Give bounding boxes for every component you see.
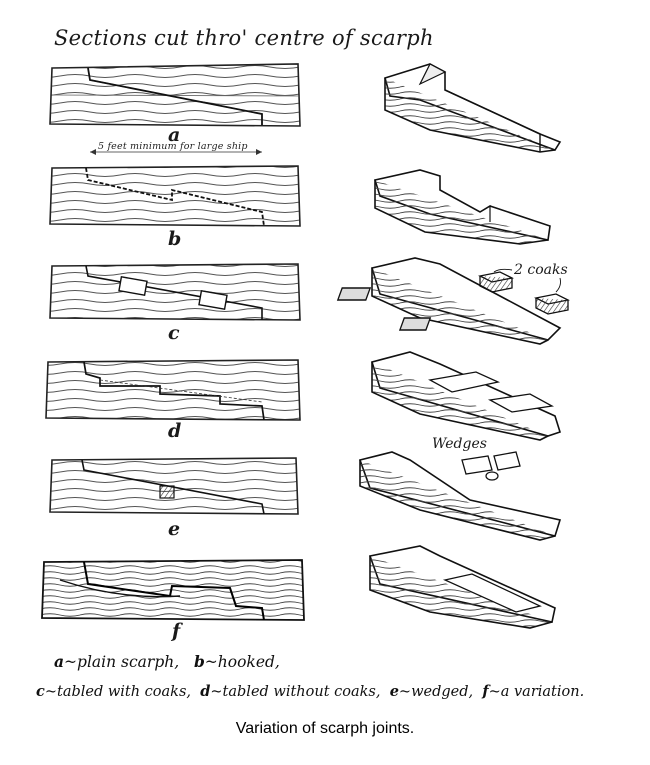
- section-letter-b: b: [168, 228, 182, 250]
- legend-text-e: wedged,: [411, 684, 474, 700]
- legend-letter-b: b: [193, 652, 205, 671]
- section-a-plain-scarph: [49, 63, 301, 155]
- perspective-e: [358, 451, 562, 541]
- section-letter-e: e: [168, 518, 181, 540]
- legend-line-1: a~plain scarph, b~hooked,: [54, 652, 280, 671]
- section-b-hooked: [49, 165, 301, 227]
- dimension-note: 5 feet minimum for large ship: [98, 141, 248, 152]
- section-e-wedged: [49, 457, 299, 515]
- coaks-label: 2 coaks: [514, 262, 568, 278]
- legend-text-b: hooked,: [217, 653, 280, 671]
- legend-text-f: a variation.: [500, 684, 585, 700]
- section-d-tabled: [45, 359, 301, 421]
- section-letter-c: c: [168, 322, 180, 344]
- scarph-illustrations: [41, 63, 570, 629]
- legend-letter-f: f: [482, 683, 489, 700]
- section-c-tabled-coaks: [49, 263, 301, 321]
- figure-caption: Variation of scarph joints.: [235, 720, 415, 737]
- legend-letter-a: a: [54, 652, 65, 671]
- section-f-variation: [41, 559, 305, 621]
- legend-text-a: plain scarph,: [77, 653, 180, 671]
- legend-line-2: c~tabled with coaks, d~tabled without co…: [36, 683, 585, 700]
- legend-letter-d: d: [200, 683, 211, 700]
- legend-text-c: tabled with coaks,: [57, 684, 192, 700]
- figure-heading: Sections cut thro' centre of scarph: [54, 26, 434, 50]
- perspective-b: [373, 169, 551, 245]
- perspective-d: [370, 351, 561, 441]
- legend-letter-e: e: [389, 683, 399, 700]
- perspective-a: [384, 63, 562, 153]
- legend-letter-c: c: [36, 683, 45, 700]
- section-letter-d: d: [168, 420, 182, 442]
- perspective-c: [336, 257, 570, 345]
- perspective-f: [368, 545, 556, 629]
- legend-text-d: tabled without coaks,: [222, 684, 381, 700]
- section-letter-a: a: [168, 124, 181, 146]
- section-letter-f: f: [172, 620, 181, 642]
- wedges-label: Wedges: [432, 436, 487, 452]
